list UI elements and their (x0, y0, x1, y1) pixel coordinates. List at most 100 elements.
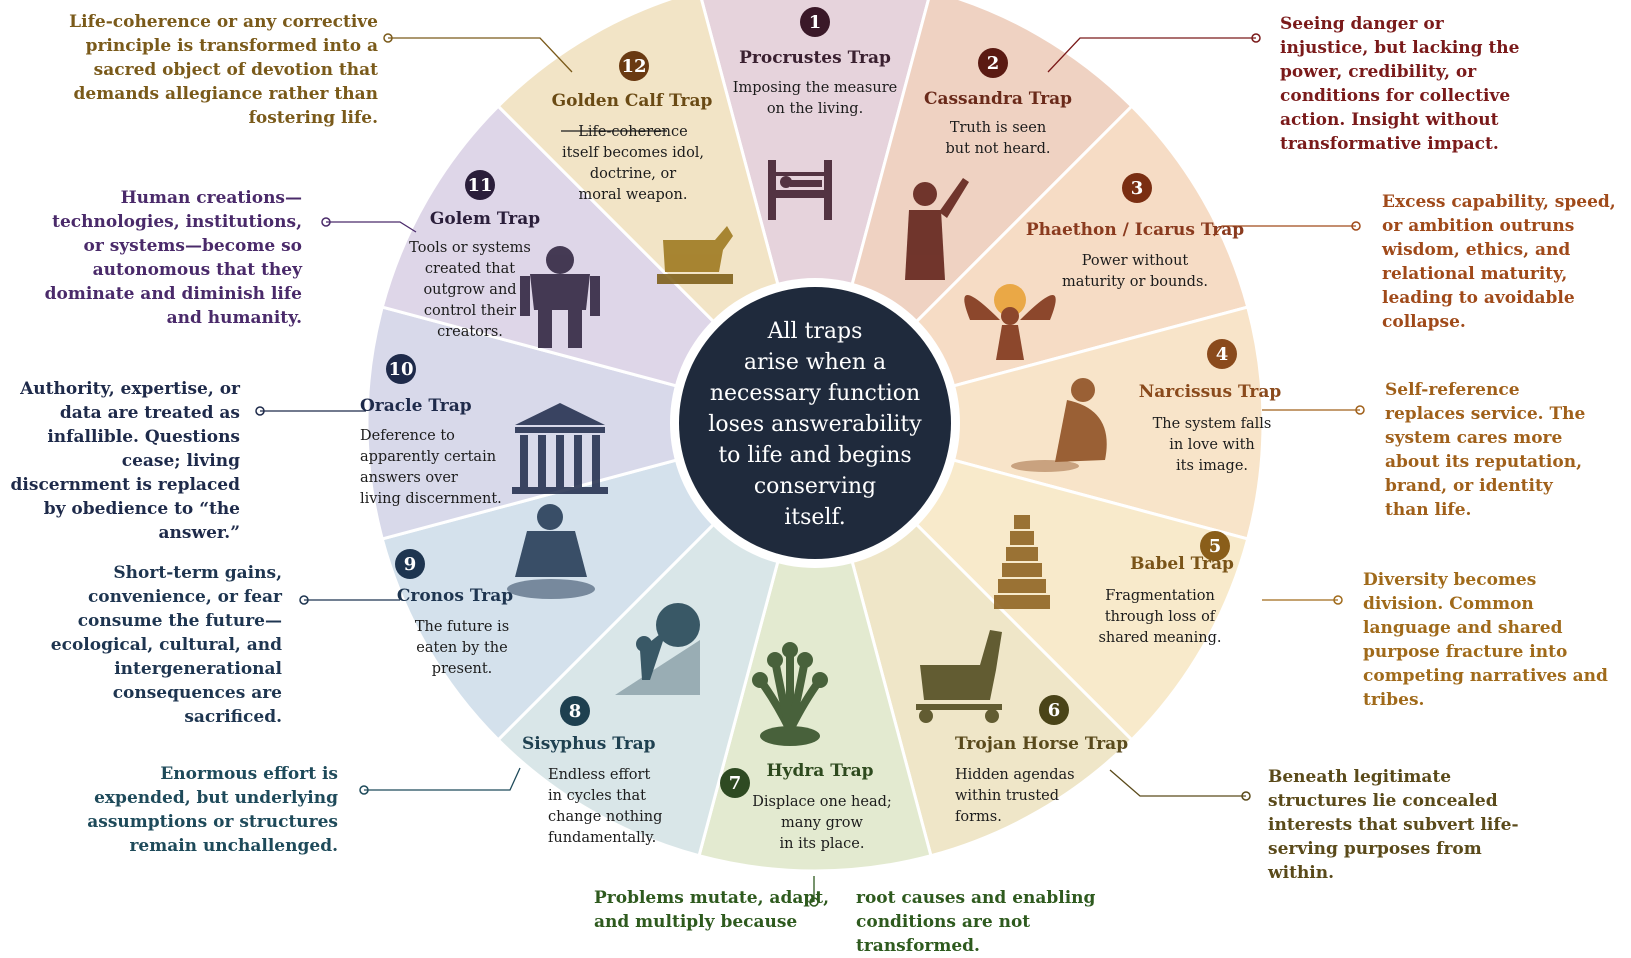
annotation-phaethon: Excess capability, speed, or ambition ou… (1382, 192, 1616, 332)
number-cronos-trap: 9 (404, 554, 417, 575)
desc-line: Life-coherence (578, 124, 687, 140)
badge-procrustes-trap (800, 7, 830, 37)
center-line: loses answerability (708, 412, 922, 437)
cronos-icon (507, 504, 595, 599)
trojan-horse-icon (916, 630, 1002, 723)
number-trojan-horse-trap: 6 (1048, 700, 1061, 721)
desc-line: on the living. (767, 101, 863, 117)
number-oracle-trap: 10 (388, 359, 413, 380)
desc-line: living discernment. (360, 491, 502, 507)
badge-cronos-trap (395, 549, 425, 579)
number-cassandra-trap: 2 (987, 53, 1000, 74)
connector-line (364, 767, 521, 791)
narcissus-icon (1011, 378, 1107, 472)
desc-line: Truth is seen (950, 120, 1046, 136)
name-cronos-trap: Cronos Trap (397, 586, 513, 606)
center-line: to life and begins (718, 443, 911, 468)
desc-line: Displace one head; (752, 794, 892, 810)
desc-line: doctrine, or (590, 166, 676, 182)
name-oracle-trap: Oracle Trap (360, 396, 472, 416)
golem-icon (520, 246, 600, 348)
connector-dot (1251, 33, 1261, 43)
annotation-trojan-horse: Beneath legitimate structures lie concea… (1268, 767, 1519, 883)
connector-dot (255, 406, 265, 416)
annotation-connectors (255, 33, 1365, 907)
center-disc (679, 287, 951, 559)
name-trojan-horse-trap: Trojan Horse Trap (955, 734, 1128, 754)
badge-narcissus-trap (1207, 339, 1237, 369)
desc-hydra-trap: Displace one head; many grow in its place. (752, 794, 892, 852)
number-golem-trap: 11 (467, 175, 492, 196)
number-phaethon-icarus-trap: 3 (1131, 178, 1144, 199)
badge-sisyphus-trap (560, 696, 590, 726)
trap-icons (507, 160, 1107, 746)
name-golden-calf-trap: Golden Calf Trap (552, 91, 713, 111)
desc-cassandra-trap: Truth is seen but not heard. (946, 120, 1051, 157)
connector-dot (321, 217, 331, 227)
badge-oracle-trap (386, 354, 416, 384)
name-procrustes-trap: Procrustes Trap (739, 48, 891, 68)
desc-line: fundamentally. (548, 830, 656, 846)
number-sisyphus-trap: 8 (569, 701, 582, 722)
connector-line (1109, 769, 1246, 797)
desc-line: Deference to (360, 428, 455, 444)
desc-line: itself becomes idol, (562, 145, 704, 161)
desc-line: in love with (1169, 437, 1255, 453)
name-cassandra-trap: Cassandra Trap (924, 89, 1072, 109)
desc-line: forms. (955, 809, 1002, 825)
name-golem-trap: Golem Trap (430, 209, 540, 229)
connector-line (388, 37, 573, 73)
desc-line: its image. (1176, 458, 1248, 474)
number-golden-calf-trap: 12 (621, 56, 646, 77)
desc-line: apparently certain (360, 449, 496, 465)
annotation-cronos: Short-term gains, convenience, or fear c… (50, 563, 282, 727)
desc-line: in cycles that (548, 788, 646, 804)
prophetess-icon (905, 178, 969, 280)
name-babel-trap: Babel Trap (1130, 554, 1234, 574)
desc-line: moral weapon. (579, 187, 688, 203)
desc-line: created that (425, 261, 515, 277)
annotation-golem: Human creations—technologies, institutio… (44, 188, 302, 328)
desc-golden-calf-trap: Life-coherence itself becomes idol, doctri… (562, 124, 704, 203)
connector-dot (359, 785, 369, 795)
connector-dot (383, 33, 393, 43)
desc-line: many grow (781, 815, 863, 831)
desc-line: but not heard. (946, 141, 1051, 157)
annotation-babel: Diversity becomes division. Common langu… (1363, 570, 1608, 710)
connector-dot (1355, 405, 1365, 415)
center-line: All traps (767, 319, 863, 344)
center-line: necessary function (710, 381, 920, 406)
name-sisyphus-trap: Sisyphus Trap (522, 734, 656, 754)
badge-golem-trap (465, 170, 495, 200)
name-narcissus-trap: Narcissus Trap (1139, 382, 1282, 402)
golden-calf-icon (657, 226, 733, 284)
desc-line: The system falls (1153, 416, 1272, 432)
tower-icon (994, 515, 1050, 609)
annotation-oracle: Authority, expertise, or data are treate… (10, 379, 240, 543)
number-babel-trap: 5 (1209, 536, 1222, 557)
desc-line: Tools or systems (409, 240, 531, 256)
boulder-icon (615, 603, 700, 695)
connector-line (1047, 37, 1256, 73)
name-phaethon-icarus-trap: Phaethon / Icarus Trap (1026, 220, 1244, 240)
annotation-hydra-left: Problems mutate, adapt, and multiply bec… (594, 888, 830, 932)
connector-dot (1333, 595, 1343, 605)
desc-line: within trusted (955, 788, 1059, 804)
annotation-sisyphus: Enormous effort is expended, but underly… (87, 764, 338, 856)
connector-dot (1351, 221, 1361, 231)
connector-line (326, 221, 417, 233)
center-line: conserving (754, 474, 876, 499)
desc-line: The future is (415, 619, 509, 635)
desc-line: in its place. (780, 836, 865, 852)
desc-line: maturity or bounds. (1062, 274, 1208, 290)
desc-narcissus-trap: The system falls in love with its image. (1153, 416, 1272, 474)
annotation-cassandra: Seeing danger or injustice, but lacking … (1280, 14, 1520, 154)
name-hydra-trap: Hydra Trap (767, 761, 874, 781)
